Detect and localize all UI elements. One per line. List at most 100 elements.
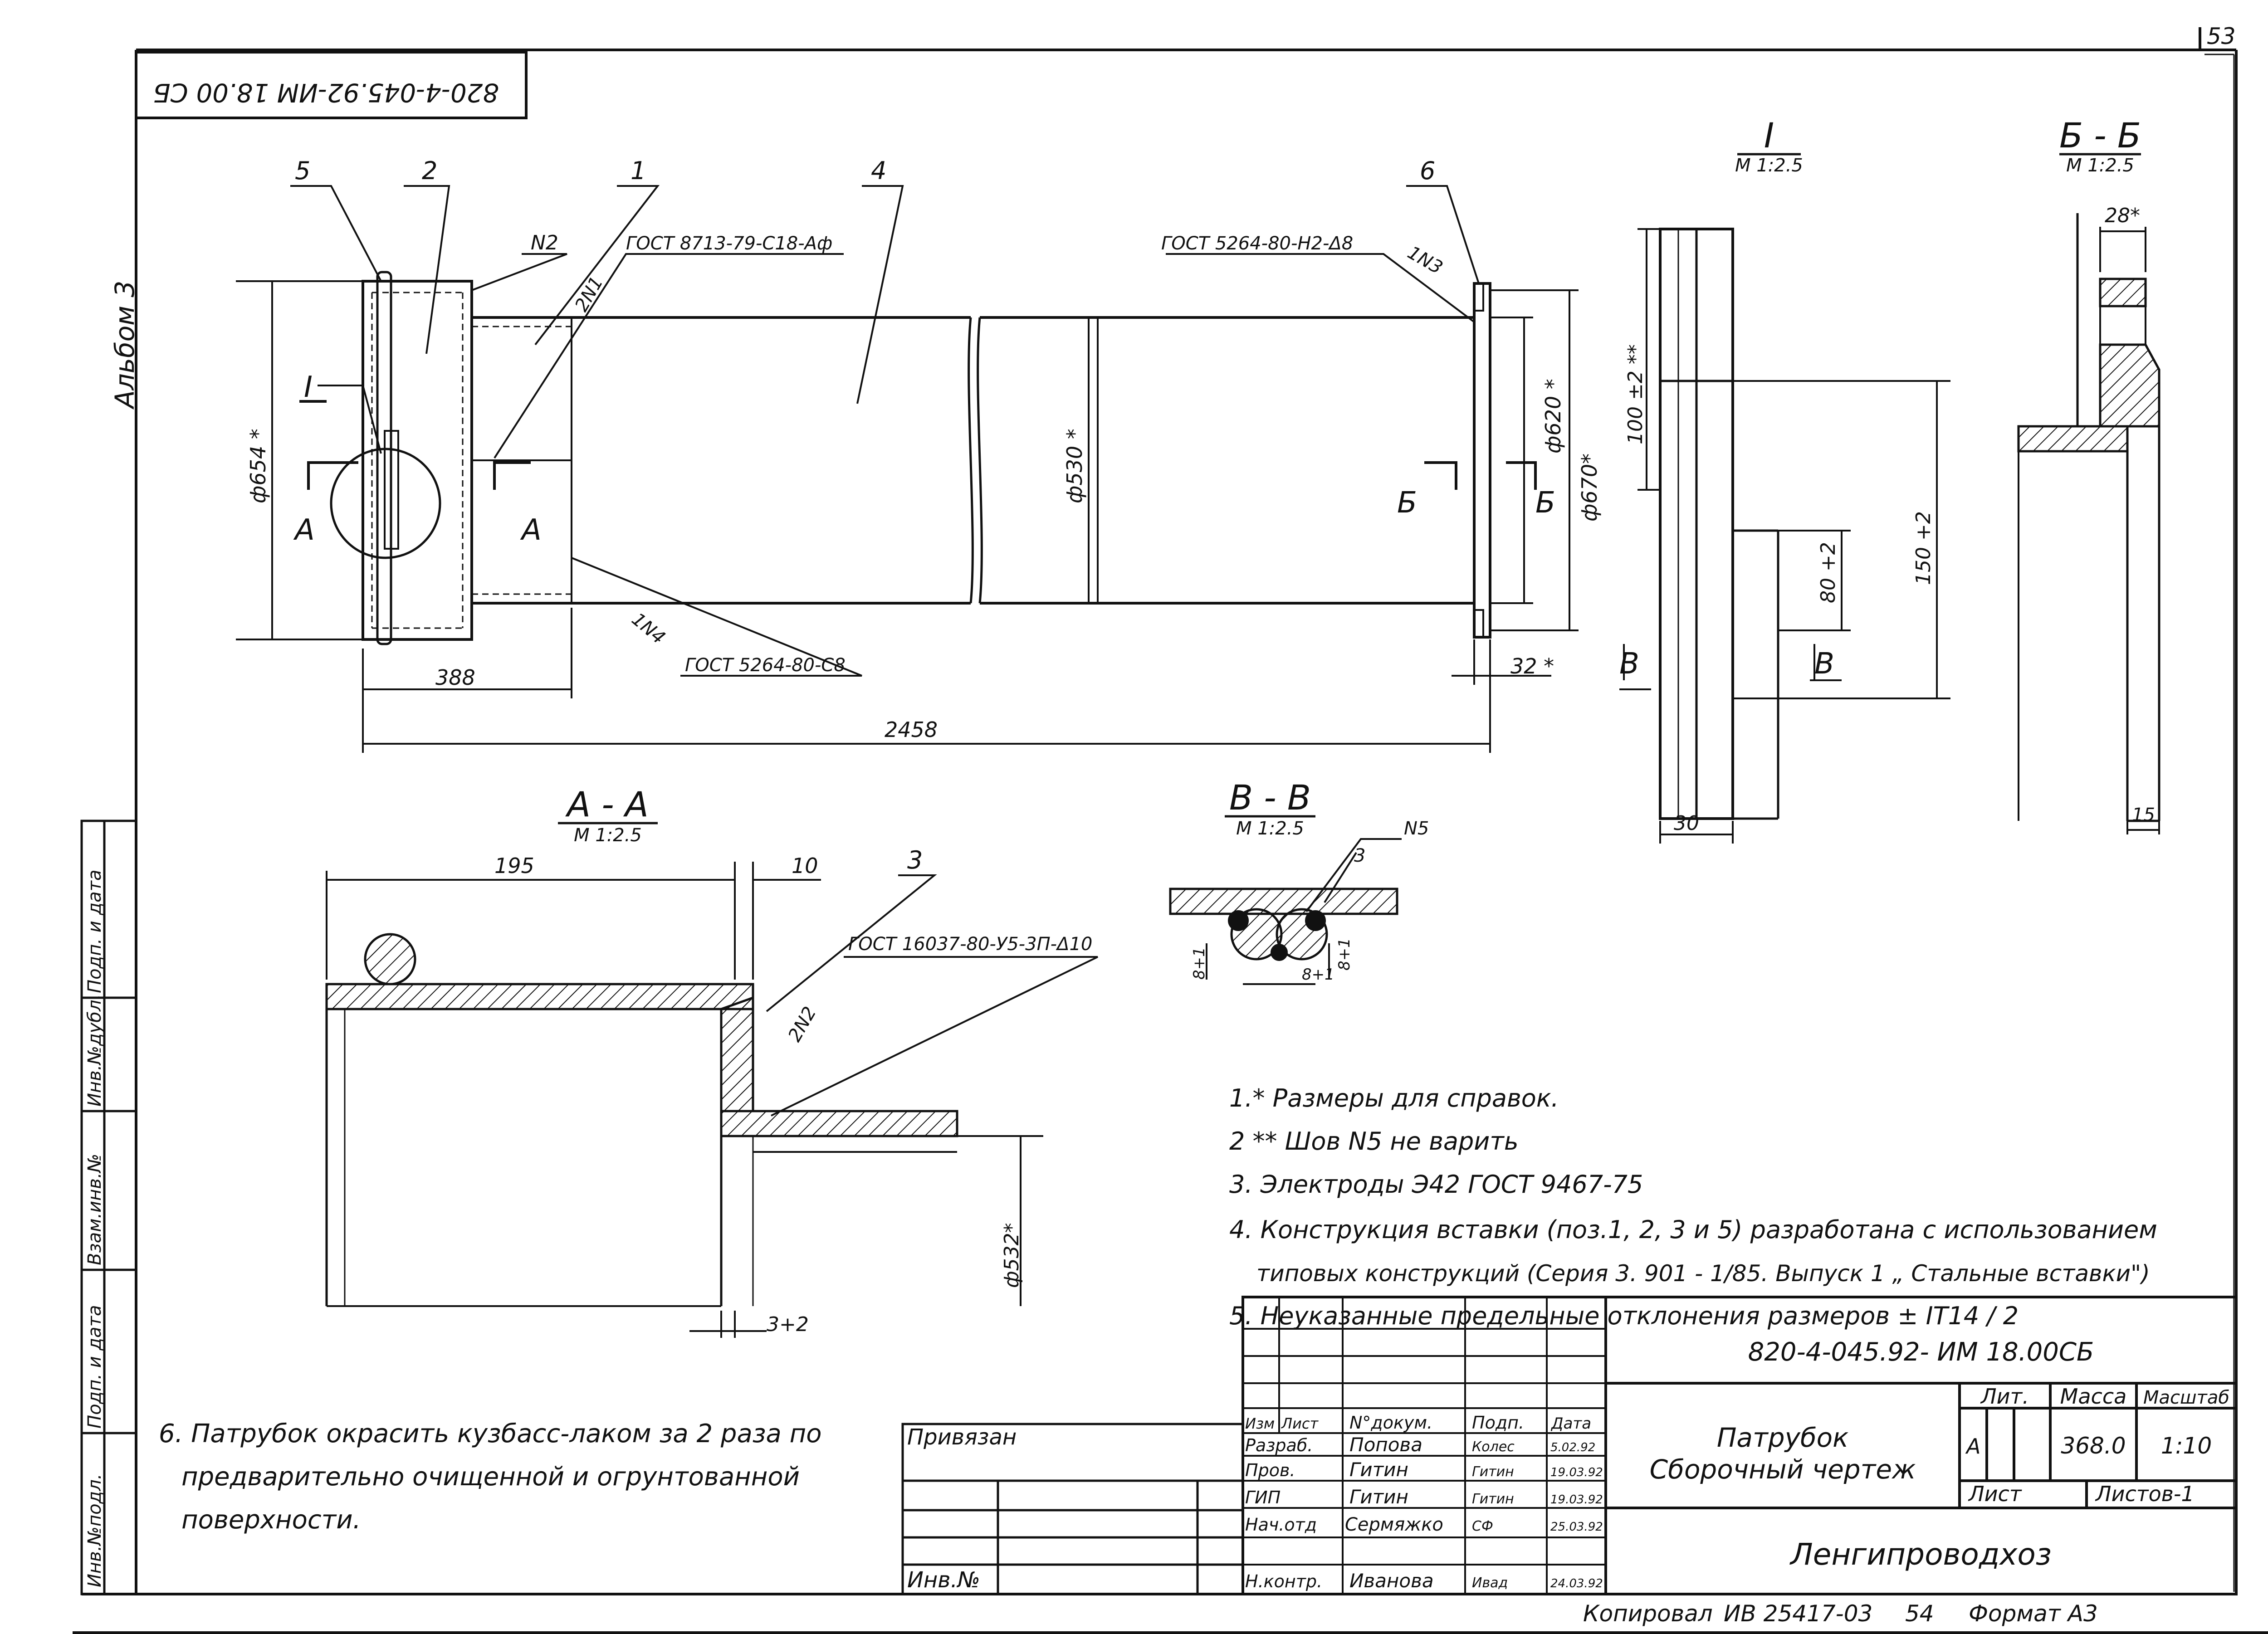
dim-195: 195	[494, 854, 534, 878]
mark-A-right: А	[520, 513, 542, 547]
footer-format: Формат А3	[1969, 1600, 2098, 1627]
detail-I-scale: М 1:2.5	[1735, 155, 1803, 176]
page-number: 53	[2207, 23, 2236, 49]
dim-d532: ф532*	[1000, 1223, 1023, 1288]
note-3: 3. Электроды Э42 ГОСТ 9467-75	[1229, 1170, 1643, 1199]
title-name-line1: Патрубок	[1717, 1422, 1848, 1453]
note-4: 4. Конструкция вставки (поз.1, 2, 3 и 5)…	[1229, 1215, 2157, 1244]
row-3-date: 19.03.92	[1550, 1493, 1603, 1507]
mass-header: Масса	[2060, 1384, 2127, 1409]
binding-label: Привязан	[907, 1424, 1017, 1450]
section-VV-title: В - В	[1229, 777, 1311, 818]
title-block-frame	[1242, 1296, 2238, 1595]
note-6-line-3: поверхности.	[181, 1505, 361, 1535]
footer-copied: Копировал	[1583, 1600, 1713, 1627]
side-stamp	[80, 819, 137, 1595]
mark-B-right: Б	[1535, 486, 1555, 520]
vv-label-3: 3	[1354, 845, 1365, 866]
dim-80: 80 +2	[1817, 542, 1840, 603]
org-name: Ленгипроводхоз	[1789, 1537, 2052, 1572]
section-VV-view	[1169, 888, 1398, 961]
side-stamp-vzam-inv: Взам.инв.№	[84, 1154, 105, 1265]
row-4-sign: СФ	[1472, 1518, 1493, 1534]
dim-3: 3+2	[767, 1313, 809, 1336]
note-6-line-1: 6. Патрубок окрасить кузбасс-лаком за 2 …	[159, 1419, 822, 1449]
col-podp: Подп.	[1472, 1413, 1524, 1433]
note-4-cont: типовых конструкций (Серия 3. 901 - 1/85…	[1256, 1260, 2150, 1287]
mark-V-left: В	[1619, 647, 1639, 681]
dim-28: 28*	[2105, 204, 2140, 227]
dim-150: 150 +2	[1912, 511, 1935, 585]
section-VV-scale: М 1:2.5	[1236, 818, 1304, 839]
sheets-label: Листов-1	[2095, 1482, 2195, 1506]
dim-d530: ф530 *	[1062, 429, 1087, 503]
binding-inv: Инв.№	[907, 1567, 980, 1593]
section-cut-marks	[299, 400, 1537, 490]
inverted-doc-code: 820-4-045.92-ИМ 18.00 СБ	[153, 78, 499, 107]
dim-388: 388	[435, 665, 475, 690]
mark-B-left: Б	[1397, 486, 1417, 520]
weld-n2: N2	[531, 231, 558, 254]
title-doc-code: 820-4-045.92- ИМ 18.00СБ	[1748, 1337, 2094, 1367]
signatory-rows: Разраб. Попова Колес 5.02.92 Пров. Гитин…	[1245, 1434, 1603, 1592]
row-1-name: Попова	[1349, 1434, 1422, 1456]
dim-d620: ф620 *	[1541, 379, 1565, 454]
row-2-date: 19.03.92	[1550, 1466, 1603, 1479]
album-label: Альбом 3	[109, 281, 140, 410]
row-2-role: Пров.	[1245, 1460, 1295, 1480]
inverted-code-box	[135, 51, 528, 119]
gost-5264-n2: ГОСТ 5264-80-Н2-Δ8	[1161, 233, 1353, 254]
gost-16037: ГОСТ 16037-80-У5-3П-Δ10	[848, 934, 1092, 955]
section-AA-leaders	[766, 874, 1098, 1117]
note-6: 6. Патрубок окрасить кузбасс-лаком за 2 …	[159, 1419, 822, 1535]
mark-I: I	[304, 371, 313, 404]
detail-I-dimensions	[1619, 228, 1950, 844]
col-data: Дата	[1550, 1415, 1591, 1433]
footer-sheet-no: 54	[1905, 1600, 1934, 1627]
section-AA-title: А - А	[565, 784, 649, 824]
section-AA-dimensions	[326, 862, 1043, 1338]
section-BB-scale: М 1:2.5	[2066, 155, 2134, 176]
row-3-sign: Гитин	[1472, 1491, 1514, 1507]
mass-value: 368.0	[2061, 1433, 2126, 1459]
dim-15: 15	[2132, 805, 2155, 825]
mark-V-right: В	[1814, 647, 1834, 681]
row-1-sign: Колес	[1472, 1439, 1515, 1455]
vv-dim-8-bottom: 8+1	[1302, 966, 1334, 984]
dim-2458: 2458	[885, 717, 938, 742]
vv-dim-8-left: 8+1	[1190, 947, 1208, 980]
section-BB-title: Б - Б	[2059, 115, 2141, 156]
row-1-date: 5.02.92	[1550, 1441, 1595, 1454]
col-list: Лист	[1281, 1415, 1319, 1432]
row-3-name: Гитин	[1349, 1486, 1408, 1508]
section-AA-view	[325, 933, 958, 1307]
col-dokum: N°докум.	[1349, 1413, 1432, 1433]
note-6-line-2: предварительно очищенной и огрунтованной	[181, 1462, 800, 1492]
title-name-line2: Сборочный чертеж	[1650, 1454, 1916, 1485]
row-4-name: Сермяжко	[1345, 1514, 1443, 1535]
side-stamp-inv-podl: Инв.№подл.	[84, 1473, 105, 1587]
row-2-sign: Гитин	[1472, 1464, 1514, 1480]
section-BB-dimensions	[2099, 227, 2160, 834]
title-block-grid	[1243, 1297, 1606, 1594]
note-2: 2 ** Шов N5 не варить	[1229, 1127, 1519, 1156]
note-5: 5. Неуказанные предельные отклонения раз…	[1229, 1302, 2019, 1330]
row-5-date: 24.03.92	[1550, 1577, 1603, 1590]
vv-label-n5: N5	[1404, 818, 1429, 839]
detail-I-view	[1659, 228, 1779, 820]
dim-d654: ф654 *	[246, 429, 270, 503]
footer-copy-code: ИВ 25417-03	[1724, 1600, 1872, 1627]
row-5-name: Иванова	[1349, 1570, 1434, 1592]
side-stamp-podp-data-2: Подп. и дата	[84, 870, 105, 993]
main-view-leaders	[290, 185, 1480, 677]
main-view-dimensions	[236, 280, 1579, 753]
col-izm: Изм	[1245, 1415, 1275, 1432]
dim-32: 32 *	[1510, 654, 1554, 678]
leader-1: 1	[631, 156, 646, 185]
leader-4: 4	[871, 156, 886, 185]
row-4-date: 25.03.92	[1550, 1520, 1603, 1534]
row-1-role: Разраб.	[1245, 1435, 1313, 1455]
lit-value: А	[1965, 1434, 1980, 1458]
